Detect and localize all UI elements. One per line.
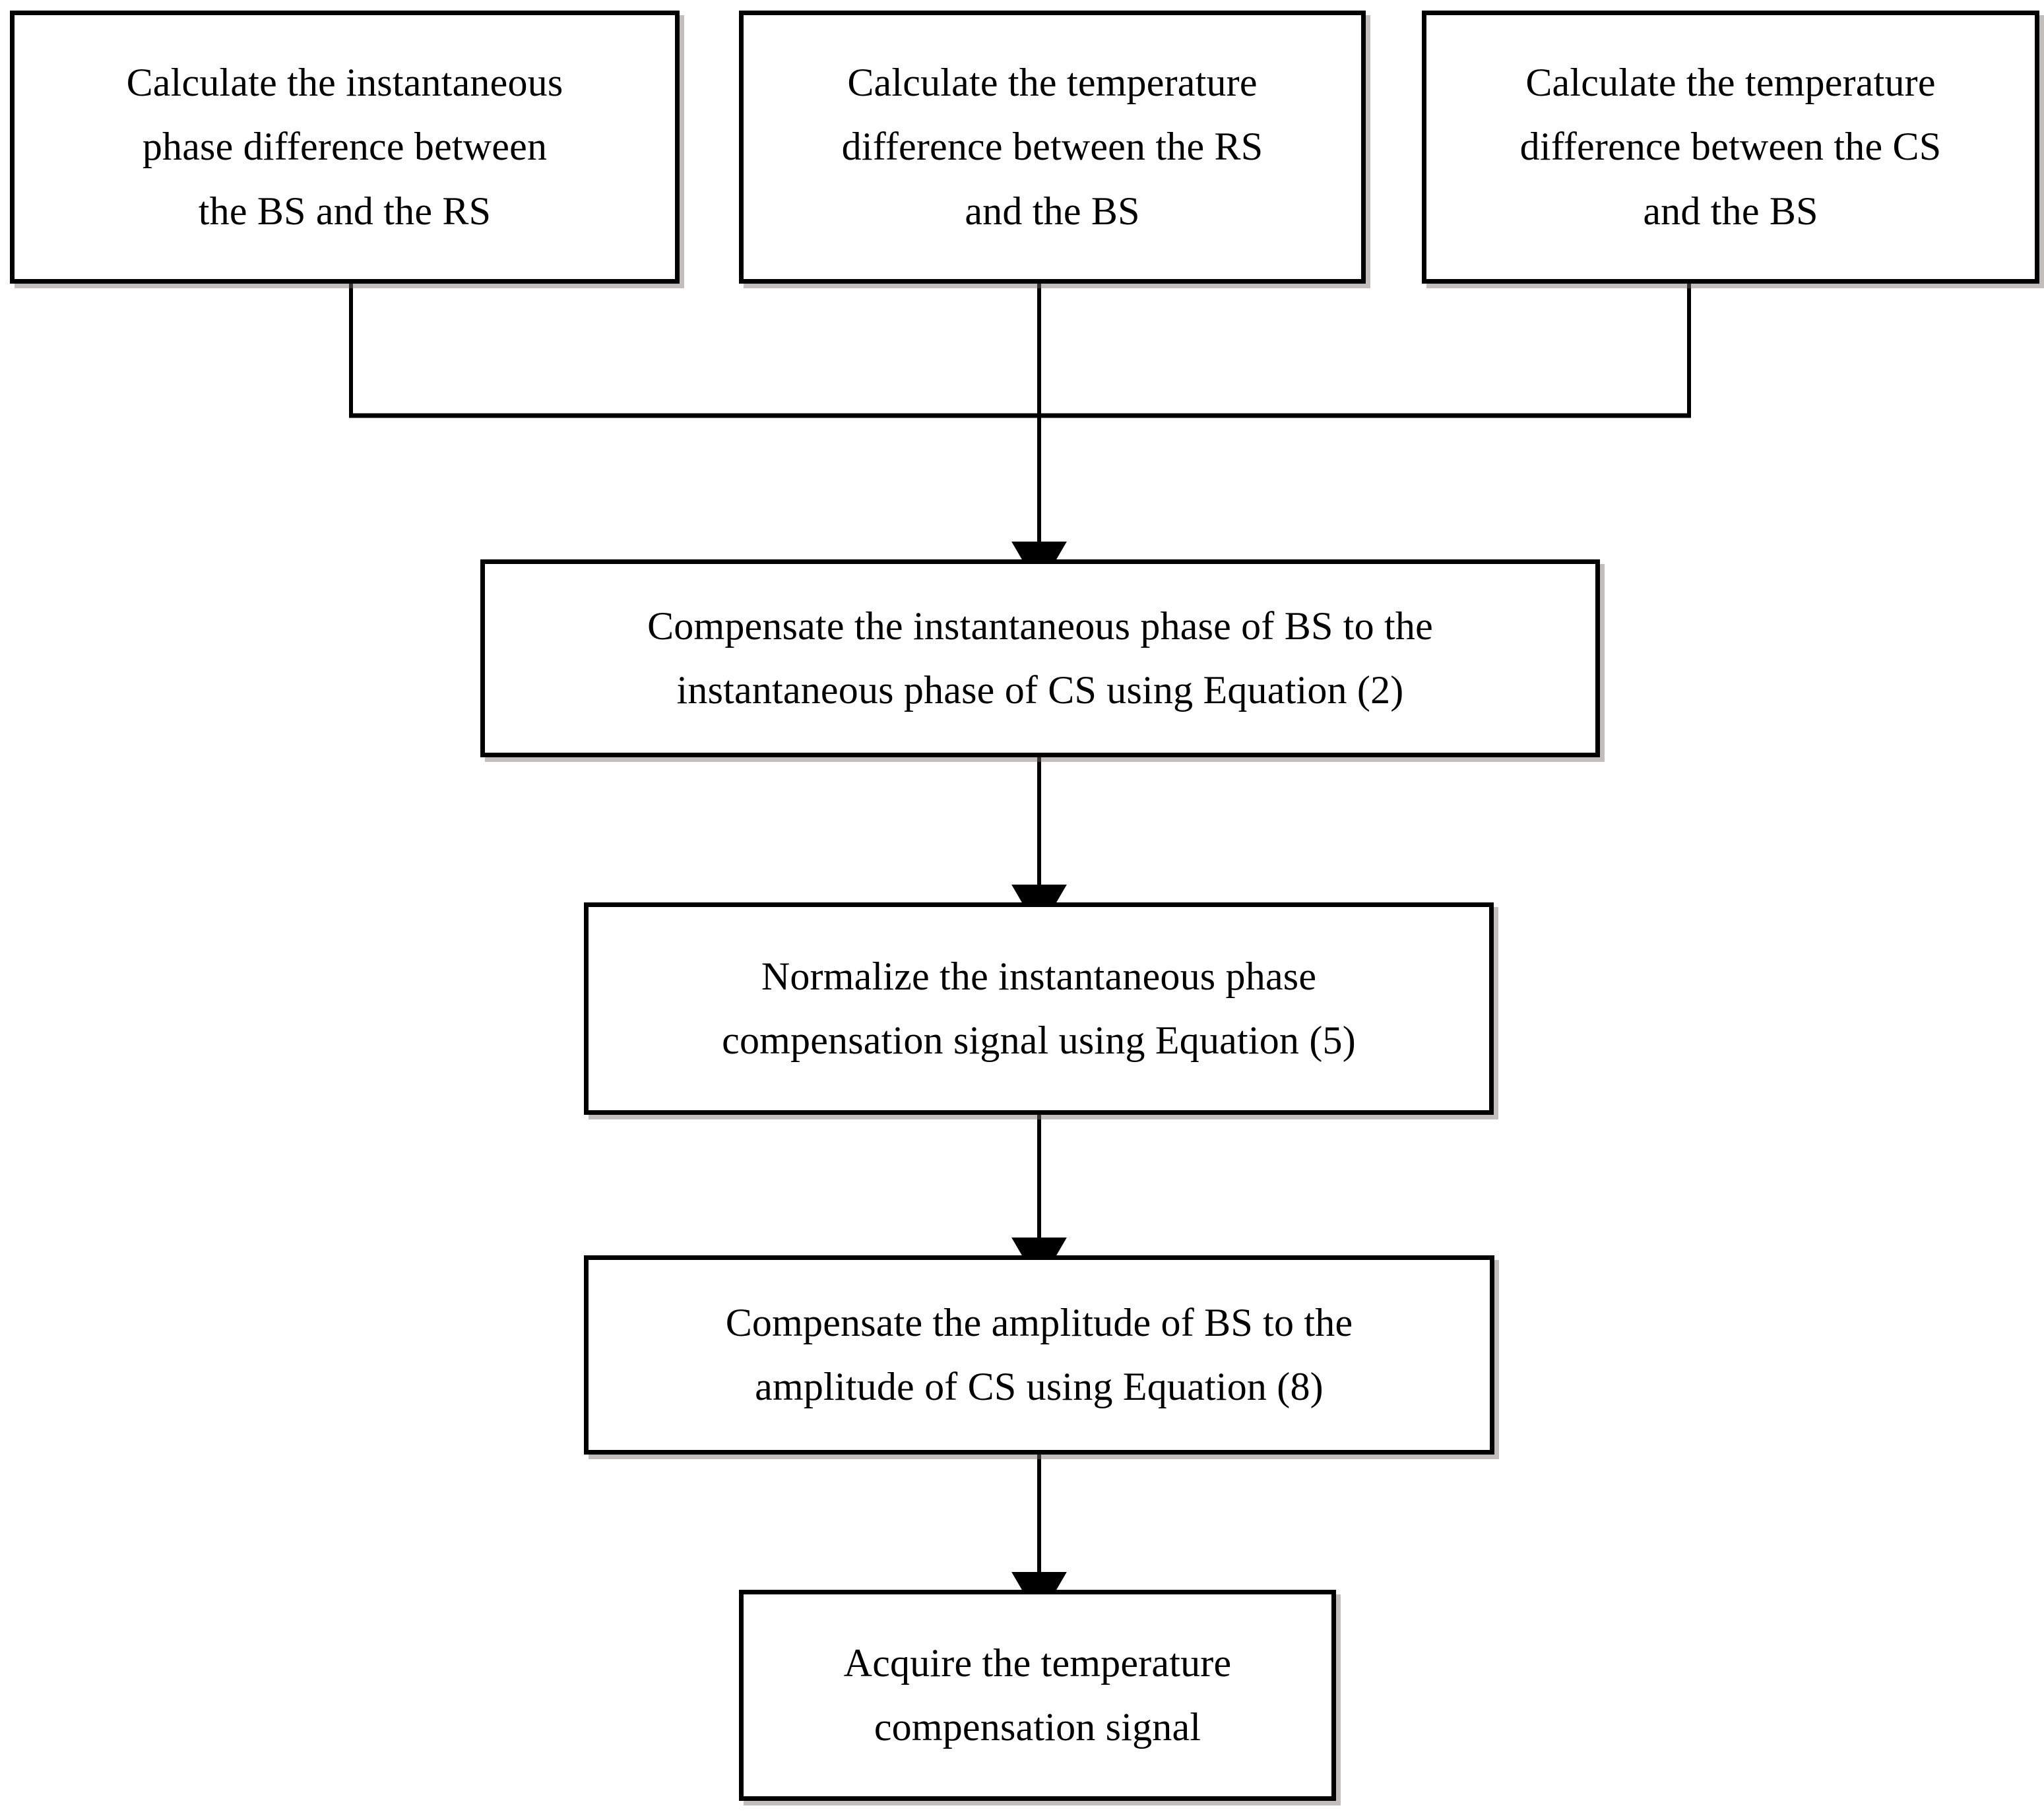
node-label: Normalize the instantaneous phase compen…	[722, 954, 1356, 1062]
node-label: Calculate the instantaneous phase differ…	[126, 61, 563, 233]
node-acquire-signal[interactable]: Acquire the temperature compensation sig…	[739, 1590, 1336, 1801]
node-calc-phase-diff-bs-rs[interactable]: Calculate the instantaneous phase differ…	[10, 11, 680, 284]
node-label: Calculate the temperature difference bet…	[1519, 61, 1942, 233]
node-compensate-phase[interactable]: Compensate the instantaneous phase of BS…	[480, 559, 1600, 757]
node-compensate-amplitude[interactable]: Compensate the amplitude of BS to the am…	[584, 1255, 1494, 1455]
node-label: Acquire the temperature compensation sig…	[843, 1641, 1232, 1749]
node-calc-temp-diff-rs-bs[interactable]: Calculate the temperature difference bet…	[739, 11, 1366, 284]
node-label: Compensate the amplitude of BS to the am…	[725, 1300, 1353, 1408]
node-calc-temp-diff-cs-bs[interactable]: Calculate the temperature difference bet…	[1422, 11, 2039, 284]
node-label: Compensate the instantaneous phase of BS…	[647, 604, 1433, 712]
node-label: Calculate the temperature difference bet…	[841, 61, 1263, 233]
node-normalize-phase[interactable]: Normalize the instantaneous phase compen…	[584, 902, 1494, 1115]
